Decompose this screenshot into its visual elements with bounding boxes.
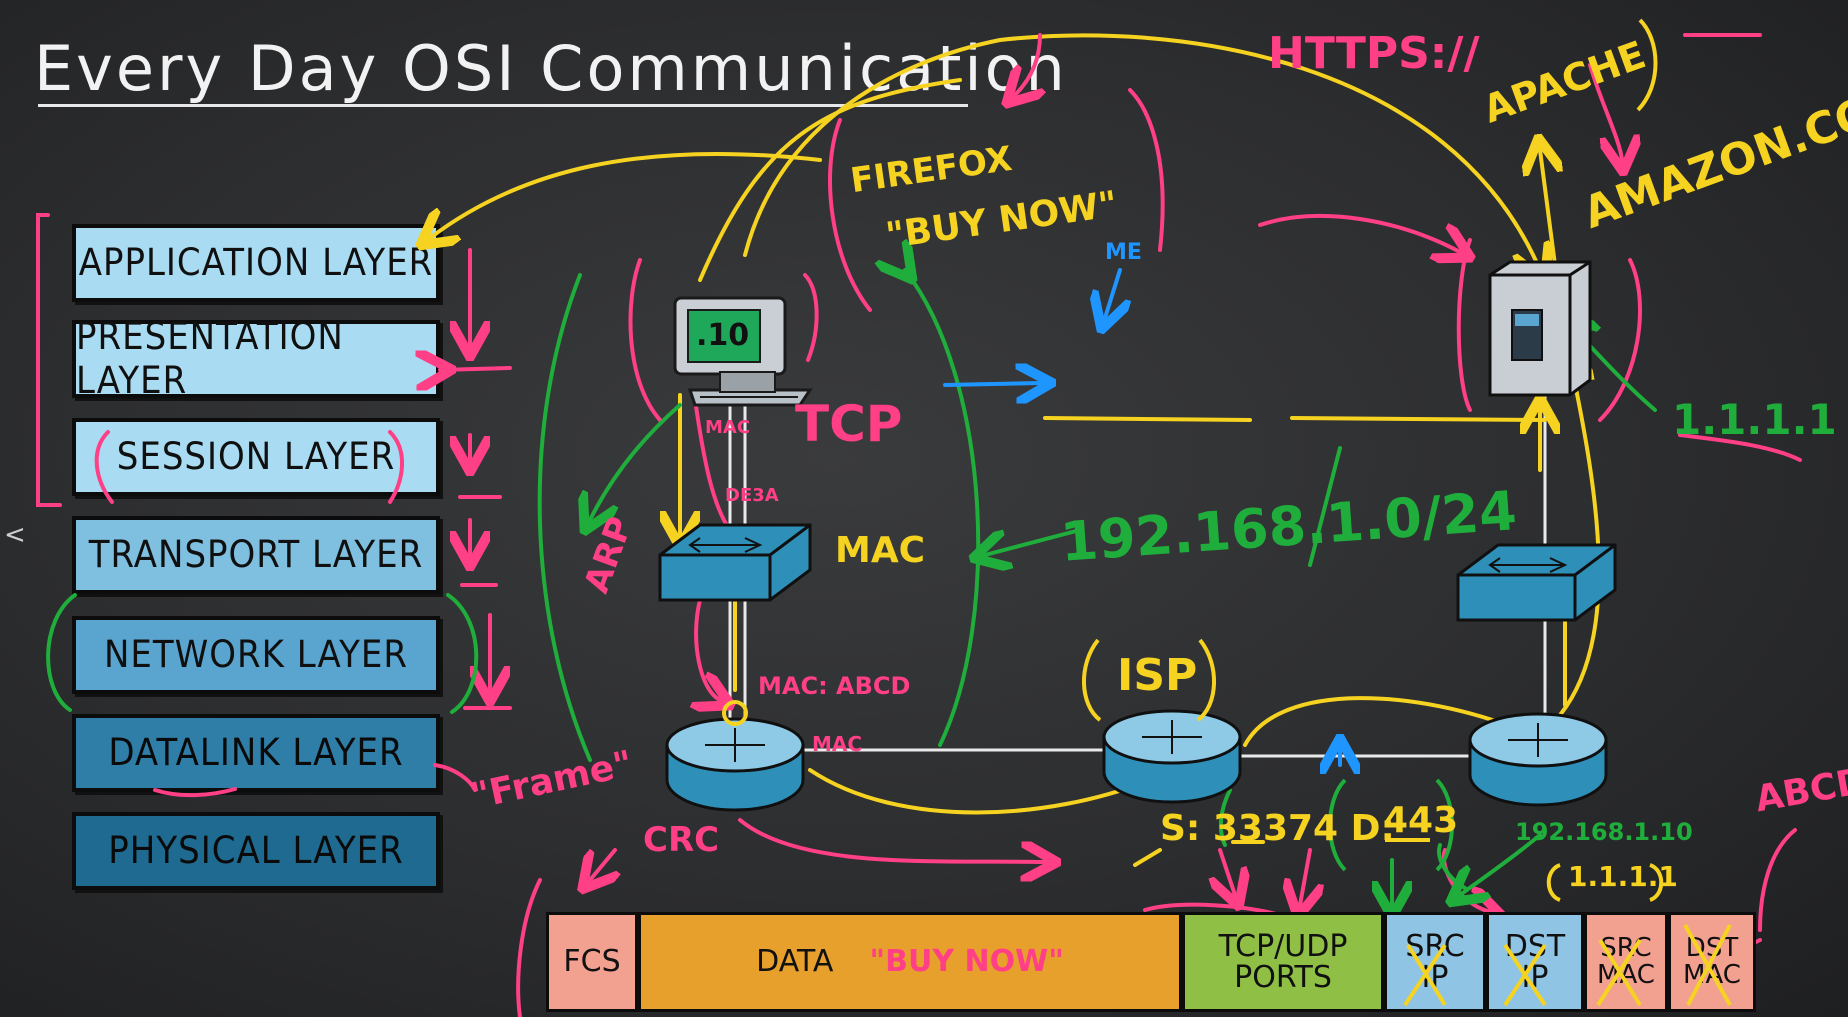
- application-layer-box: APPLICATION LAYER: [72, 224, 440, 302]
- physical-layer-box: PHYSICAL LAYER: [72, 812, 440, 890]
- https-label: HTTPS://: [1268, 28, 1480, 79]
- ports-label: S: 33374 D:: [1160, 808, 1395, 849]
- src-ip-field: SRC IP: [1384, 912, 1486, 1012]
- server-icon: [1488, 260, 1592, 397]
- session-layer-label: SESSION LAYER: [116, 435, 396, 479]
- presentation-layer-box: PRESENTATION LAYER: [72, 315, 440, 403]
- mac-router-label: MAC: [812, 732, 863, 756]
- router-icon: [1468, 712, 1608, 807]
- pc-ip-label: .10: [696, 318, 750, 353]
- switch-icon: [1456, 543, 1617, 622]
- datalink-layer-box: DATALINK LAYER: [72, 714, 440, 792]
- de3a-label: DE3A: [725, 485, 779, 506]
- data-field: DATA "BUY NOW": [638, 912, 1182, 1012]
- router-icon: [665, 717, 805, 812]
- dst-ip-field: DST IP: [1486, 912, 1584, 1012]
- physical-layer-label: PHYSICAL LAYER: [108, 829, 404, 873]
- fcs-field: FCS: [546, 912, 638, 1012]
- port-443-label: 443: [1383, 800, 1459, 841]
- yellow-strokes: [430, 33, 1601, 867]
- src-mac-field-label: SRC MAC: [1597, 932, 1655, 990]
- data-field-label: DATA: [756, 944, 834, 980]
- server-ip-label: 1.1.1.1: [1672, 395, 1837, 444]
- dst-mac-field-label: DST MAC: [1683, 932, 1741, 990]
- tcp-label: TCP: [795, 395, 903, 453]
- mac-highlight-circle: [722, 700, 748, 726]
- crc-label: CRC: [643, 820, 720, 860]
- network-layer-label: NETWORK LAYER: [103, 633, 408, 677]
- isp-label: ISP: [1117, 650, 1198, 701]
- mac-abcd-label: MAC: ABCD: [758, 672, 911, 700]
- data-field-payload: "BUY NOW": [869, 944, 1064, 980]
- session-layer-box: SESSION LAYER: [72, 418, 440, 496]
- ports-field: TCP/UDP PORTS: [1182, 912, 1384, 1012]
- application-layer-label: APPLICATION LAYER: [78, 241, 434, 285]
- switch-icon: [658, 523, 812, 602]
- mac-switch-label: MAC: [835, 530, 926, 571]
- dst-ip-boxed-label: 1.1.1.1: [1568, 860, 1678, 893]
- mac-small-label: MAC: [705, 417, 751, 438]
- transport-layer-label: TRANSPORT LAYER: [88, 533, 424, 577]
- datalink-layer-label: DATALINK LAYER: [108, 731, 404, 775]
- network-layer-box: NETWORK LAYER: [72, 616, 440, 694]
- ports-field-label: TCP/UDP PORTS: [1218, 928, 1348, 995]
- green-strokes: [46, 270, 1657, 982]
- title-underline: [38, 104, 968, 107]
- back-arrow-icon[interactable]: <: [4, 520, 26, 550]
- presentation-layer-label: PRESENTATION LAYER: [76, 315, 344, 403]
- transport-layer-box: TRANSPORT LAYER: [72, 516, 440, 594]
- router-icon: [1102, 709, 1242, 804]
- dst-mac-field: DST MAC: [1668, 912, 1756, 1012]
- dst-ip-field-label: DST IP: [1504, 928, 1566, 995]
- fcs-field-label: FCS: [563, 944, 621, 980]
- computer-icon: [673, 296, 813, 407]
- src-mac-field: SRC MAC: [1584, 912, 1668, 1012]
- src-ip-field-label: SRC IP: [1405, 928, 1465, 995]
- me-label: ME: [1105, 240, 1142, 265]
- host-ip-label: 192.168.1.10: [1515, 818, 1693, 846]
